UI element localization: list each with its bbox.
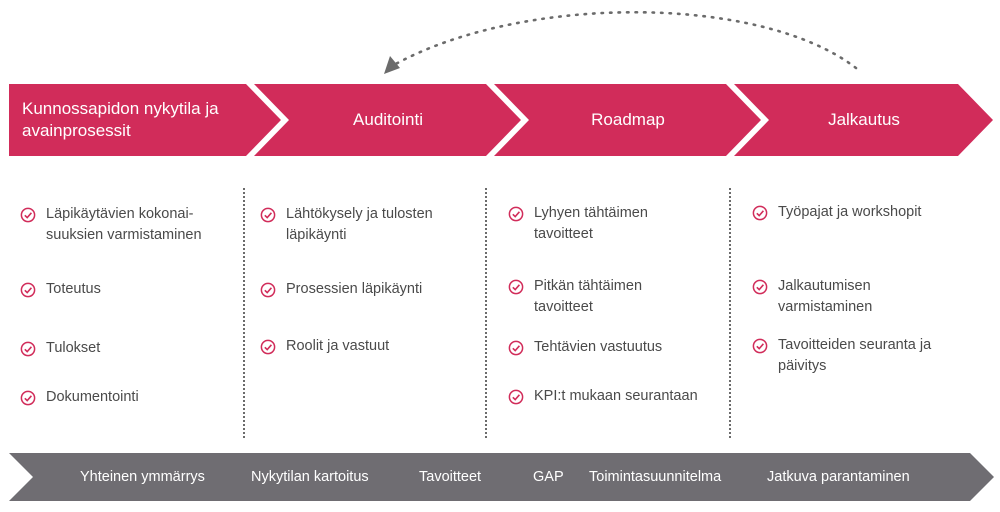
list-item: Pitkän tähtäimen tavoitteet bbox=[508, 276, 642, 318]
curved-arrow-icon bbox=[390, 11, 858, 70]
check-circle-icon bbox=[260, 282, 276, 298]
bottom-label: Jatkuva parantaminen bbox=[767, 469, 910, 485]
column-separator bbox=[729, 188, 731, 438]
item-text: KPI:t mukaan seurantaan bbox=[534, 388, 698, 404]
list-item: Roolit ja vastuut bbox=[260, 336, 389, 357]
list-item: Tavoitteiden seuranta ja päivitys bbox=[752, 335, 931, 377]
item-text: Läpikäytävien kokonai- suuksien varmista… bbox=[46, 206, 202, 243]
check-circle-icon bbox=[260, 207, 276, 223]
column-separator bbox=[243, 188, 245, 438]
list-item: Prosessien läpikäynti bbox=[260, 279, 422, 300]
check-circle-icon bbox=[20, 341, 36, 357]
check-circle-icon bbox=[752, 338, 768, 354]
item-text: Tehtävien vastuutus bbox=[534, 339, 663, 355]
check-circle-icon bbox=[508, 340, 524, 356]
check-circle-icon bbox=[508, 389, 524, 405]
stage-label-1: Kunnossapidon nykytila ja avainprosessit bbox=[22, 86, 252, 154]
list-item: Läpikäytävien kokonai- suuksien varmista… bbox=[20, 204, 202, 246]
item-text: Työpajat ja workshopit bbox=[778, 204, 922, 220]
check-circle-icon bbox=[260, 339, 276, 355]
bottom-label: Nykytilan kartoitus bbox=[251, 469, 369, 485]
item-text: Lyhyen tähtäimen tavoitteet bbox=[534, 205, 648, 242]
check-circle-icon bbox=[508, 279, 524, 295]
item-text: Tulokset bbox=[46, 340, 101, 356]
check-circle-icon bbox=[20, 390, 36, 406]
stage-label-3: Roadmap bbox=[530, 86, 726, 154]
item-text: Roolit ja vastuut bbox=[286, 338, 390, 354]
check-circle-icon bbox=[752, 205, 768, 221]
arrow-head-icon bbox=[384, 56, 400, 74]
stage-shape-1 bbox=[9, 84, 281, 156]
item-text: Pitkän tähtäimen tavoitteet bbox=[534, 278, 643, 315]
check-circle-icon bbox=[752, 279, 768, 295]
list-item: Työpajat ja workshopit bbox=[752, 202, 921, 223]
list-item: Lähtökysely ja tulosten läpikäynti bbox=[260, 204, 433, 246]
item-text: Toteutus bbox=[46, 281, 101, 297]
list-item: Tulokset bbox=[20, 338, 100, 359]
stage-shape-4 bbox=[734, 84, 993, 156]
check-circle-icon bbox=[508, 206, 524, 222]
item-text: Prosessien läpikäynti bbox=[286, 281, 423, 297]
bottom-bar-shape bbox=[9, 453, 994, 501]
check-circle-icon bbox=[20, 207, 36, 223]
list-item: KPI:t mukaan seurantaan bbox=[508, 386, 698, 407]
list-item: Tehtävien vastuutus bbox=[508, 337, 662, 358]
stage-3-text: Roadmap bbox=[591, 110, 665, 129]
column-separator bbox=[485, 188, 487, 438]
stage-label-4: Jalkautus bbox=[770, 86, 958, 154]
list-item: Jalkautumisen varmistaminen bbox=[752, 276, 872, 318]
check-circle-icon bbox=[20, 282, 36, 298]
stage-shape-3 bbox=[494, 84, 761, 156]
stage-2-text: Auditointi bbox=[353, 110, 423, 129]
bottom-label: GAP bbox=[533, 469, 564, 485]
list-item: Lyhyen tähtäimen tavoitteet bbox=[508, 203, 648, 245]
bottom-label: Yhteinen ymmärrys bbox=[80, 469, 205, 485]
bottom-label: Toimintasuunnitelma bbox=[589, 469, 722, 485]
item-text: Lähtökysely ja tulosten läpikäynti bbox=[286, 206, 433, 243]
stage-shape-2 bbox=[254, 84, 521, 156]
item-text: Jalkautumisen varmistaminen bbox=[778, 278, 873, 315]
item-text: Dokumentointi bbox=[46, 389, 139, 405]
stage-label-2: Auditointi bbox=[290, 86, 486, 154]
bottom-label: Tavoitteet bbox=[419, 469, 482, 485]
stage-1-text: Kunnossapidon nykytila ja avainprosessit bbox=[22, 99, 219, 140]
stage-4-text: Jalkautus bbox=[828, 110, 900, 129]
list-item: Dokumentointi bbox=[20, 387, 139, 408]
item-text: Tavoitteiden seuranta ja päivitys bbox=[778, 337, 932, 374]
list-item: Toteutus bbox=[20, 279, 101, 300]
